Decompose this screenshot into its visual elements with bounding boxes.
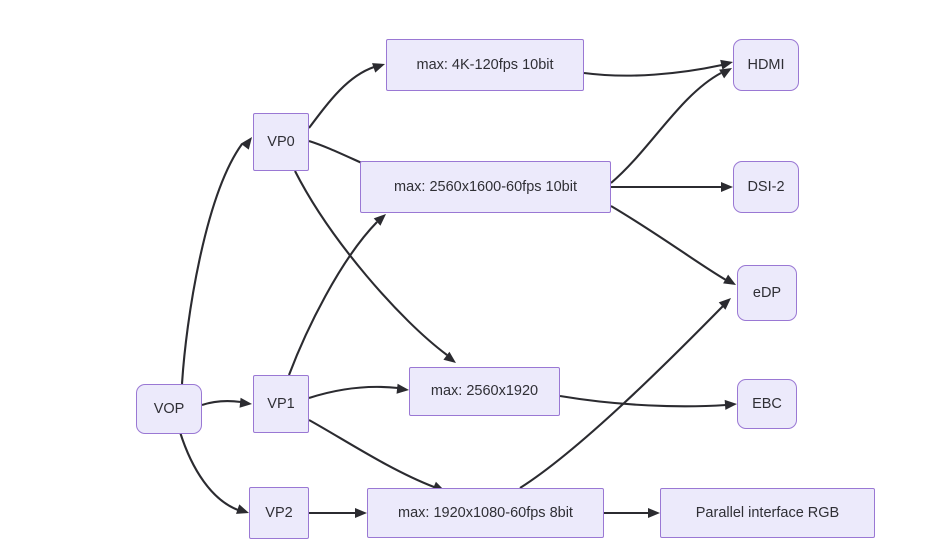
arrowhead-icon	[443, 351, 456, 363]
edge-spec1600-to-dsi2	[610, 182, 733, 192]
node-prgb[interactable]: Parallel interface RGB	[660, 488, 875, 538]
arrowhead-icon	[239, 397, 252, 408]
edge-vp0-to-spec4k	[308, 63, 385, 129]
node-vp2[interactable]: VP2	[249, 487, 309, 539]
node-label-prgb: Parallel interface RGB	[695, 504, 840, 521]
node-label-vp1: VP1	[267, 395, 295, 412]
edge-vop-to-vp2	[178, 431, 249, 514]
edge-spec1080-to-prgb	[604, 508, 660, 518]
node-spec1600[interactable]: max: 2560x1600-60fps 10bit	[360, 161, 611, 213]
node-dsi2[interactable]: DSI-2	[733, 161, 799, 213]
node-label-spec1080: max: 1920x1080-60fps 8bit	[398, 504, 573, 521]
node-label-vp2: VP2	[265, 504, 293, 521]
node-label-edp: eDP	[752, 284, 782, 301]
node-label-spec4k: max: 4K-120fps 10bit	[416, 56, 554, 73]
node-spec1080[interactable]: max: 1920x1080-60fps 8bit	[367, 488, 604, 538]
arrowhead-icon	[724, 399, 737, 410]
edge-vp1-to-spec1080	[308, 419, 445, 491]
edge-vop-to-vp0	[180, 137, 252, 385]
node-label-vop: VOP	[153, 400, 185, 417]
edge-spec1600-to-hdmi	[610, 68, 732, 184]
node-label-dsi2: DSI-2	[747, 178, 785, 195]
node-ebc[interactable]: EBC	[737, 379, 797, 429]
edge-spec4k-to-hdmi	[583, 59, 733, 77]
node-hdmi[interactable]: HDMI	[733, 39, 799, 91]
node-spec1920[interactable]: max: 2560x1920	[409, 367, 560, 416]
node-vp1[interactable]: VP1	[253, 375, 309, 433]
node-edp[interactable]: eDP	[737, 265, 797, 321]
node-label-hdmi: HDMI	[747, 56, 785, 73]
edge-spec1600-to-edp	[610, 205, 736, 285]
arrowhead-icon	[396, 383, 409, 394]
edge-vp2-to-spec1080	[309, 508, 367, 518]
edge-vp1-to-spec1600	[288, 214, 386, 376]
arrowhead-icon	[648, 508, 660, 518]
arrowhead-icon	[355, 508, 367, 518]
edge-vp1-to-spec1920	[308, 383, 409, 399]
edge-spec1920-to-ebc	[559, 394, 737, 410]
arrowhead-icon	[718, 298, 731, 310]
node-spec4k[interactable]: max: 4K-120fps 10bit	[386, 39, 584, 91]
arrowhead-icon	[372, 63, 385, 73]
node-vop[interactable]: VOP	[136, 384, 202, 434]
edge-vop-to-vp1	[201, 397, 252, 408]
node-vp0[interactable]: VP0	[253, 113, 309, 171]
node-label-ebc: EBC	[752, 395, 782, 412]
node-label-spec1920: max: 2560x1920	[430, 383, 539, 400]
node-label-vp0: VP0	[267, 133, 295, 150]
node-label-spec1600: max: 2560x1600-60fps 10bit	[394, 178, 577, 195]
arrowhead-icon	[721, 182, 733, 192]
